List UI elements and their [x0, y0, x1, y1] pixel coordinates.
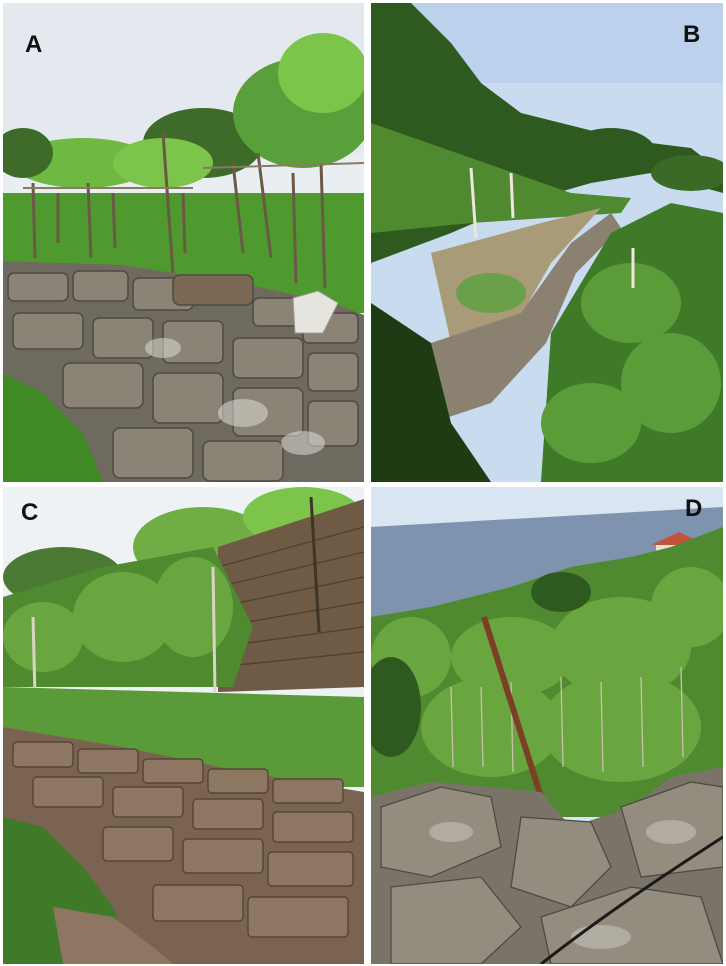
photo-panel-b: B: [371, 3, 723, 482]
panel-label-d: D: [685, 495, 703, 522]
photo-panel-a: A: [3, 3, 364, 482]
photo-panel-c: C: [3, 487, 364, 964]
photo-c-image: [3, 487, 364, 964]
photo-panel-d: D: [371, 487, 723, 964]
panel-label-c: C: [21, 499, 39, 526]
photo-b-image: [371, 3, 723, 482]
photo-d-image: [371, 487, 723, 964]
panel-label-b: B: [683, 21, 701, 48]
panel-label-a: A: [25, 31, 43, 58]
photo-a-image: [3, 3, 364, 482]
